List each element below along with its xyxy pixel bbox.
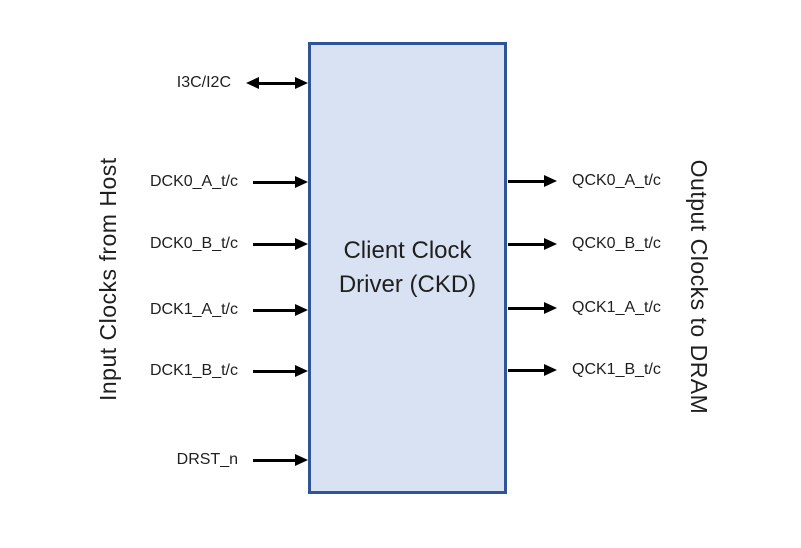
right-arrow-icon (253, 176, 308, 188)
right-arrow-icon (253, 238, 308, 250)
signal-label-dck1-a: DCK1_A_t/c (149, 301, 238, 318)
input-clocks-rail-title: Input Clocks from Host (95, 157, 121, 401)
signal-label-dck0-b: DCK0_B_t/c (149, 235, 238, 252)
signal-row-qck0-a: QCK0_A_t/c (508, 169, 661, 193)
signal-row-qck1-a: QCK1_A_t/c (508, 296, 661, 320)
right-arrow-icon (508, 175, 557, 187)
right-arrow-icon (253, 304, 308, 316)
signal-label-dck1-b: DCK1_B_t/c (149, 362, 238, 379)
signal-row-dck1-b: DCK1_B_t/c (150, 359, 308, 383)
ckd-block-title: Client Clock Driver (CKD) (338, 237, 477, 298)
right-arrow-icon (508, 364, 557, 376)
signal-row-dck1-a: DCK1_A_t/c (150, 298, 308, 322)
signal-label-dck0-a: DCK0_A_t/c (149, 173, 238, 190)
signal-row-i3c: I3C/I2C (177, 71, 308, 95)
signal-label-qck0-b: QCK0_B_t/c (572, 235, 661, 252)
ckd-block: Client Clock Driver (CKD) (308, 42, 507, 494)
right-arrow-icon (253, 365, 308, 377)
right-arrow-icon (508, 302, 557, 314)
right-arrow-icon (508, 238, 557, 250)
signal-label-qck0-a: QCK0_A_t/c (572, 172, 661, 189)
signal-label-qck1-a: QCK1_A_t/c (572, 299, 661, 316)
bidirectional-arrow-icon (246, 77, 308, 89)
signal-label-i3c: I3C/I2C (176, 74, 231, 91)
signal-row-drst-n: DRST_n (177, 448, 308, 472)
signal-row-qck0-b: QCK0_B_t/c (508, 232, 661, 256)
signal-row-dck0-a: DCK0_A_t/c (150, 170, 308, 194)
signal-row-dck0-b: DCK0_B_t/c (150, 232, 308, 256)
signal-label-qck1-b: QCK1_B_t/c (572, 361, 661, 378)
signal-row-qck1-b: QCK1_B_t/c (508, 358, 661, 382)
signal-label-drst-n: DRST_n (176, 451, 238, 468)
right-arrow-icon (253, 454, 308, 466)
output-clocks-rail-title: Output Clocks to DRAM (686, 159, 712, 415)
